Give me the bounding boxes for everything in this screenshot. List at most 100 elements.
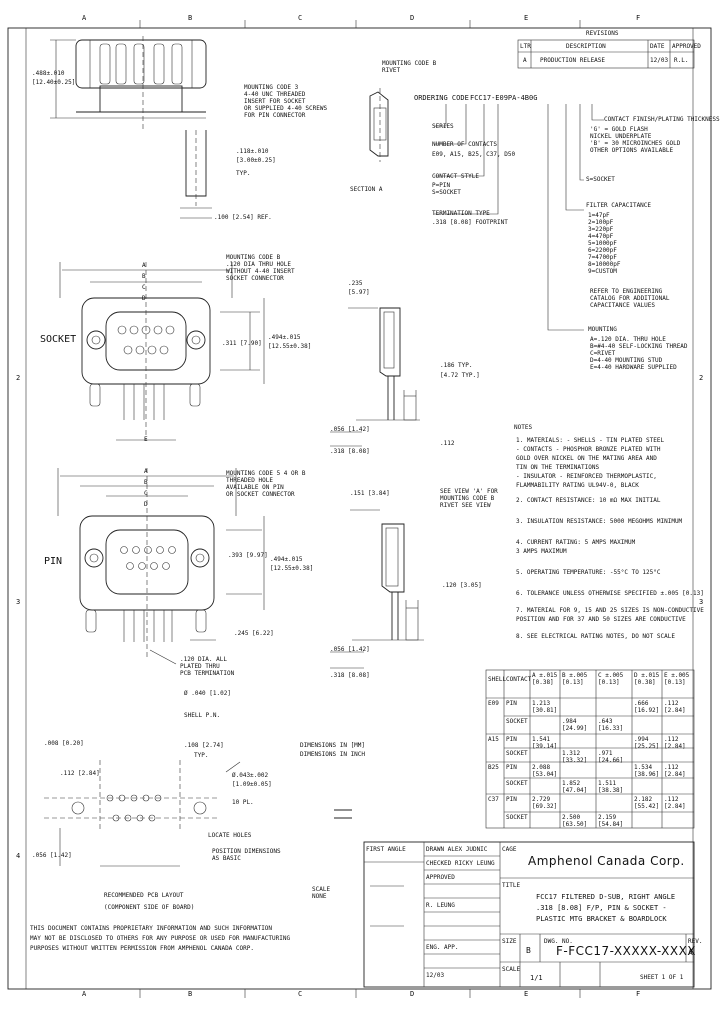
tb-first-angle: FIRST ANGLE <box>366 846 406 853</box>
ordering-leaders <box>434 104 604 331</box>
tb-mid-row-5: ENG. APP. <box>426 944 459 951</box>
notes-title: NOTES <box>514 424 533 431</box>
mounting-label: MOUNTING <box>588 326 617 333</box>
fp-hole-dim: Ø.043±.002 <box>232 772 269 779</box>
dim-table-cell: .994 [25.25] <box>634 736 660 750</box>
zone-ticks <box>139 20 581 998</box>
dim-table-cell: 1.312 [33.32] <box>562 750 588 764</box>
finish-label: CONTACT FINISH/PLATING THICKNESS <box>604 116 720 123</box>
fp-dim-1: .008 [0.20] <box>44 740 84 747</box>
zone-top-e: E <box>524 14 529 22</box>
dim-table-cell: .112 [2.84] <box>664 764 686 778</box>
company-name: Amphenol Canada Corp. <box>528 854 685 868</box>
dim-table-cell: 2.159 [54.84] <box>598 814 624 828</box>
side-dim-1-mm: [5.97] <box>348 289 370 296</box>
dim-table-cell: 2.500 [63.50] <box>562 814 588 828</box>
socket-depth-dim: .311 [7.90] <box>222 340 262 347</box>
dim-table-cell: SOCKET <box>506 814 528 821</box>
pin-width-dim: .245 [6.22] <box>234 630 274 637</box>
rivet-drawing <box>369 88 389 162</box>
dim-table-cell: 1.213 [30.81] <box>532 700 558 714</box>
fp-locate-sub: POSITION DIMENSIONS AS BASIC <box>212 848 281 862</box>
equals-mark <box>334 809 352 819</box>
socket-side-label: SOCKET <box>40 334 77 345</box>
dim-table-cell: PIN <box>506 736 517 743</box>
tl-pin-dim: .118±.010 <box>236 148 269 155</box>
fp-layout-title: RECOMMENDED PCB LAYOUT <box>104 892 184 899</box>
top-left-connector-drawing <box>50 36 212 219</box>
dim-table-cell: .643 [16.33] <box>598 718 624 732</box>
zone-bottom-a: A <box>82 990 87 998</box>
fp-scale-note: DIMENSIONS IN [MM] <box>300 742 366 749</box>
section-a-label: SECTION A <box>350 186 383 193</box>
dim-table-cell: 2.088 [53.04] <box>532 764 558 778</box>
side-dim-1: .235 <box>348 280 363 287</box>
side-dim-4: .318 [8.08] <box>330 448 370 455</box>
pin-height-dim: .494±.015 <box>270 556 303 563</box>
dt-h-e: E ±.005 [0.13] <box>664 672 690 686</box>
tl-mount-label: MOUNTING CODE 3 4-40 UNC THREADED INSERT… <box>244 84 328 119</box>
side-dim-8: .056 [1.42] <box>330 646 370 653</box>
dim-table-cell: SOCKET <box>506 780 528 787</box>
tb-scale-label: SCALE <box>502 966 521 973</box>
dim-table-cell: .112 [2.84] <box>664 700 686 714</box>
dim-table-cell: .112 [2.84] <box>664 736 686 750</box>
revisions-title: REVISIONS <box>586 30 619 37</box>
termstyle-label: S=SOCKET <box>586 176 615 183</box>
dt-h-d: D ±.015 [0.38] <box>634 672 660 686</box>
dim-table-cell: 1.534 [38.96] <box>634 764 660 778</box>
side-dim-6: .151 [3.84] <box>350 490 390 497</box>
finish-values: 'G' = GOLD FLASH NICKEL UNDERPLATE 'B' =… <box>590 126 681 154</box>
zone-right-2: 2 <box>699 374 704 382</box>
zone-bottom-e: E <box>524 990 529 998</box>
pin-connector-drawing <box>57 468 265 665</box>
zone-right-3: 3 <box>699 598 704 606</box>
filter-values: 1=47pF 2=100pF 3=220pF 4=470pF 5=1000pF … <box>588 212 621 275</box>
zone-bottom-d: D <box>410 990 415 998</box>
tl-pin-dim-mm: [3.00±0.25] <box>236 157 276 164</box>
pin-dim-b: B <box>144 479 148 486</box>
side-view-socket-drawing <box>330 307 420 447</box>
zone-left-4: 4 <box>16 852 21 860</box>
dim-table-cell: SOCKET <box>506 718 528 725</box>
socket-dim-d: D <box>142 295 146 302</box>
tb-cage-label: CAGE <box>502 846 517 853</box>
zone-top-d: D <box>410 14 415 22</box>
contact-values: P=PIN S=SOCKET <box>432 182 461 196</box>
socket-dim-c: C <box>142 284 146 291</box>
pin-side-label: PIN <box>44 556 63 567</box>
socket-height-dim: .494±.015 <box>268 334 301 341</box>
side-dim-2: .186 TYP. <box>440 362 473 369</box>
tl-height-dim-mm: [12.40±0.25] <box>32 79 76 86</box>
dim-table-cell: A15 <box>488 736 499 743</box>
dim-table-cell: PIN <box>506 796 517 803</box>
fp-legend: SCALE NONE <box>312 886 331 900</box>
tb-mid-row-0: DRAWN ALEX JUDNIC <box>426 846 488 853</box>
dim-table-cell: PIN <box>506 700 517 707</box>
socket-height-dim-mm: [12.55±0.38] <box>268 343 312 350</box>
zone-top-f: F <box>636 14 641 22</box>
dim-table-cell: E09 <box>488 700 499 707</box>
side-dim-3: .056 [1.42] <box>330 426 370 433</box>
zone-top-c: C <box>298 14 303 22</box>
tb-mid-row-2: APPROVED <box>426 874 455 881</box>
socket-edge-dim: E <box>144 436 148 443</box>
fp-hole-dim-mm: [1.09±0.05] <box>232 781 272 788</box>
tb-title-label: TITLE <box>502 882 521 889</box>
pin-hole-dim: Ø .040 [1.02] <box>184 690 231 697</box>
notes-block: 1. MATERIALS: - SHELLS - TIN PLATED STEE… <box>516 437 704 640</box>
socket-connector-drawing <box>59 262 265 441</box>
tl-pcb-ref: TYP. <box>236 170 251 177</box>
rev-header-desc: DESCRIPTION <box>566 43 606 50</box>
term-label: TERMINATION TYPE <box>432 210 490 217</box>
side-dim-2-mm: [4.72 TYP.] <box>440 372 480 379</box>
fp-dim-typ: TYP. <box>194 752 209 759</box>
consult-note: REFER TO ENGINEERING CATALOG FOR ADDITIO… <box>590 288 670 309</box>
rev-header-appr: APPROVED <box>672 43 701 50</box>
tb-mid-row-3: R. LEUNG <box>426 902 455 909</box>
fp-side-dim: .056 [1.42] <box>32 852 72 859</box>
dim-table-cell: B25 <box>488 764 499 771</box>
tb-size: B <box>526 946 531 955</box>
tb-size-label: SIZE <box>502 938 517 945</box>
